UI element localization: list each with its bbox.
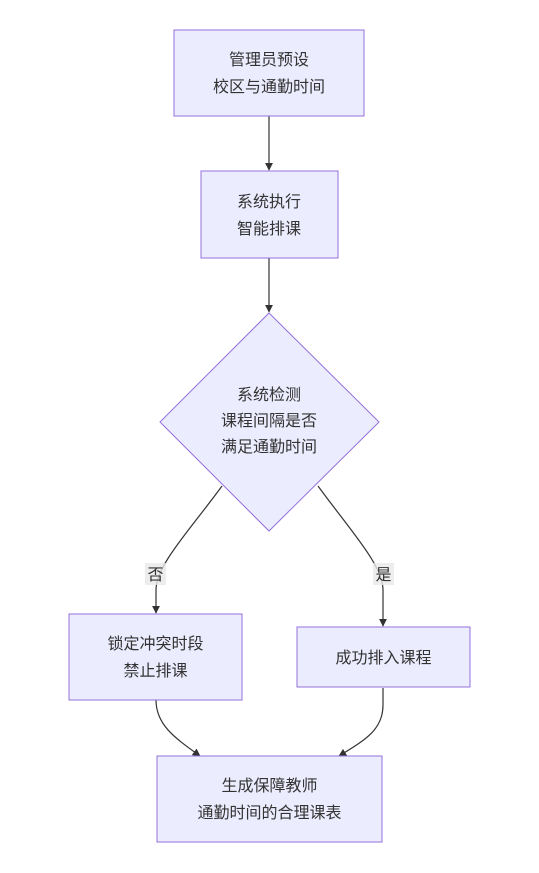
node-execute: 系统执行 智能排课	[200, 170, 339, 259]
node-preset: 管理员预设 校区与通勤时间	[173, 29, 365, 117]
edge-label-no: 否	[145, 563, 166, 585]
node-lock-line-1: 锁定冲突时段	[107, 634, 203, 653]
node-lock-line-2: 禁止排课	[123, 661, 187, 680]
node-check-line-3: 满足通勤时间	[221, 437, 317, 456]
node-result-line-2: 通勤时间的合理课表	[197, 803, 341, 822]
edge-label-yes-text: 是	[375, 565, 391, 584]
edge-label-yes: 是	[373, 563, 394, 585]
node-success-line-1: 成功排入课程	[335, 648, 431, 667]
node-preset-line-1: 管理员预设	[229, 50, 309, 69]
node-success: 成功排入课程	[296, 626, 471, 688]
edges	[152, 116, 387, 757]
node-check: 系统检测 课程间隔是否 满足通勤时间	[159, 312, 380, 532]
edge-check-to-success	[317, 485, 387, 627]
node-result: 生成保障教师 通勤时间的合理课表	[156, 755, 383, 843]
node-execute-line-1: 系统执行	[237, 192, 301, 211]
edge-label-no-text: 否	[147, 565, 163, 584]
edge-check-to-lock	[152, 485, 223, 614]
node-preset-line-2: 校区与通勤时间	[213, 77, 325, 96]
node-execute-line-2: 智能排课	[237, 219, 301, 238]
edge-lock-to-result	[155, 699, 201, 757]
node-check-line-2: 课程间隔是否	[221, 411, 317, 430]
node-lock: 锁定冲突时段 禁止排课	[68, 613, 243, 701]
edge-success-to-result	[338, 688, 384, 757]
node-check-line-1: 系统检测	[237, 385, 301, 404]
node-result-line-1: 生成保障教师	[221, 776, 317, 795]
